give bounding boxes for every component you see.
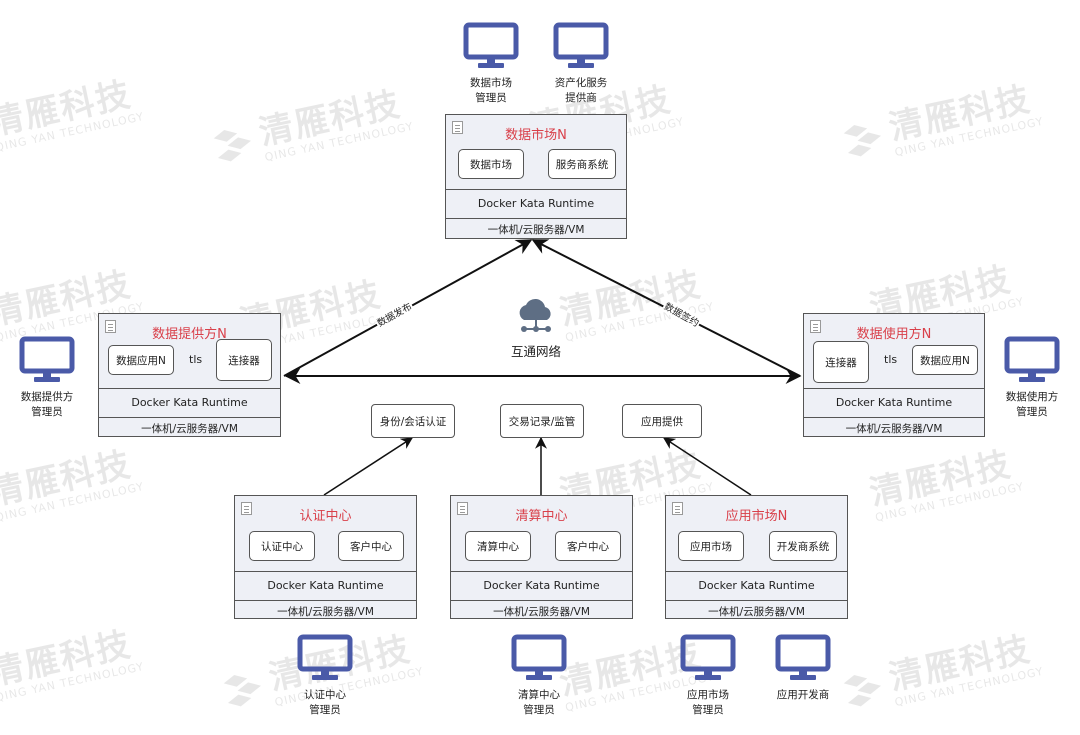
tls-label: tls — [189, 353, 203, 366]
data-app-box[interactable]: 数据应用N — [912, 345, 978, 375]
provider-admin-label: 数据提供方 管理员 — [20, 391, 74, 418]
monitor-icon — [19, 336, 75, 382]
network-label: 互通网络 — [510, 344, 561, 359]
hardware-label: 一体机/云服务器/VM — [277, 606, 374, 618]
node-title: 数据市场N — [505, 128, 567, 143]
hardware-label: 一体机/云服务器/VM — [493, 606, 590, 618]
cloud-network-icon — [519, 298, 551, 332]
node-auth-center[interactable]: 认证中心 认证中心 客户中心 Docker Kata Runtime 一体机/云… — [234, 495, 417, 619]
node-data-market[interactable]: 数据市场N 数据市场 服务商系统 Docker Kata Runtime 一体机… — [445, 114, 627, 239]
monitor-icon — [297, 634, 353, 680]
edge-auth-identity — [323, 437, 414, 496]
consumer-admin-monitor[interactable] — [1004, 336, 1060, 384]
clearing-admin-monitor[interactable] — [511, 634, 567, 682]
app-dev-label: 应用开发商 — [776, 689, 830, 701]
node-title: 数据提供方N — [152, 327, 227, 342]
node-clearing-center[interactable]: 清算中心 清算中心 客户中心 Docker Kata Runtime 一体机/云… — [450, 495, 633, 619]
node-app-market[interactable]: 应用市场N 应用市场 开发商系统 Docker Kata Runtime 一体机… — [665, 495, 848, 619]
market-box[interactable]: 数据市场 — [458, 149, 524, 179]
clearing-admin-label: 清算中心 管理员 — [518, 689, 560, 716]
consumer-admin-label: 数据使用方 管理员 — [1005, 391, 1059, 418]
monitor-icon — [680, 634, 736, 680]
hardware-label: 一体机/云服务器/VM — [708, 606, 805, 618]
document-icon — [105, 320, 116, 333]
hardware-label: 一体机/云服务器/VM — [141, 423, 238, 435]
node-title: 应用市场N — [725, 509, 788, 524]
tls-label: tls — [884, 353, 898, 366]
asset-provider-monitor[interactable] — [553, 22, 609, 70]
document-icon — [241, 502, 252, 515]
identity-auth-box[interactable]: 身份/会话认证 — [371, 404, 455, 438]
document-icon — [452, 121, 463, 134]
auth-admin-label: 认证中心 管理员 — [304, 689, 346, 716]
edge-appmarket-appprovide — [662, 437, 752, 496]
node-data-provider[interactable]: 数据提供方N 数据应用N tls 连接器 Docker Kata Runtime… — [98, 313, 281, 437]
monitor-icon — [775, 634, 831, 680]
runtime-label: Docker Kata Runtime — [451, 572, 632, 601]
app-provide-box[interactable]: 应用提供 — [622, 404, 702, 438]
customer-center-box[interactable]: 客户中心 — [555, 531, 621, 561]
node-title: 数据使用方N — [856, 327, 932, 342]
monitor-icon — [463, 22, 519, 68]
connector-box[interactable]: 连接器 — [216, 339, 272, 381]
market-admin-label: 数据市场 管理员 — [470, 77, 512, 104]
auth-center-box[interactable]: 认证中心 — [249, 531, 315, 561]
document-icon — [672, 502, 683, 515]
monitor-icon — [553, 22, 609, 68]
node-title: 认证中心 — [299, 509, 352, 524]
document-icon — [457, 502, 468, 515]
transaction-audit-box[interactable]: 交易记录/监管 — [500, 404, 584, 438]
runtime-label: Docker Kata Runtime — [804, 389, 984, 418]
hardware-label: 一体机/云服务器/VM — [845, 423, 943, 435]
provider-system-box[interactable]: 服务商系统 — [548, 149, 616, 179]
asset-provider-label: 资产化服务 提供商 — [554, 77, 608, 104]
runtime-label: Docker Kata Runtime — [666, 572, 847, 601]
app-admin-label: 应用市场 管理员 — [687, 689, 729, 716]
node-data-consumer[interactable]: 数据使用方N 连接器 tls 数据应用N Docker Kata Runtime… — [803, 313, 985, 437]
document-icon — [810, 320, 821, 333]
connector-box[interactable]: 连接器 — [813, 341, 869, 383]
node-title: 清算中心 — [515, 509, 568, 524]
app-admin-monitor[interactable] — [680, 634, 736, 682]
clearing-center-box[interactable]: 清算中心 — [465, 531, 531, 561]
app-dev-monitor[interactable] — [775, 634, 831, 682]
monitor-icon — [1004, 336, 1060, 382]
auth-admin-monitor[interactable] — [297, 634, 353, 682]
runtime-label: Docker Kata Runtime — [235, 572, 416, 601]
runtime-label: Docker Kata Runtime — [446, 190, 626, 219]
market-admin-monitor[interactable] — [463, 22, 519, 70]
data-app-box[interactable]: 数据应用N — [108, 345, 174, 375]
app-market-box[interactable]: 应用市场 — [678, 531, 744, 561]
runtime-label: Docker Kata Runtime — [99, 389, 280, 418]
provider-admin-monitor[interactable] — [19, 336, 75, 384]
customer-center-box[interactable]: 客户中心 — [338, 531, 404, 561]
hardware-label: 一体机/云服务器/VM — [487, 224, 585, 236]
monitor-icon — [511, 634, 567, 680]
developer-system-box[interactable]: 开发商系统 — [769, 531, 837, 561]
